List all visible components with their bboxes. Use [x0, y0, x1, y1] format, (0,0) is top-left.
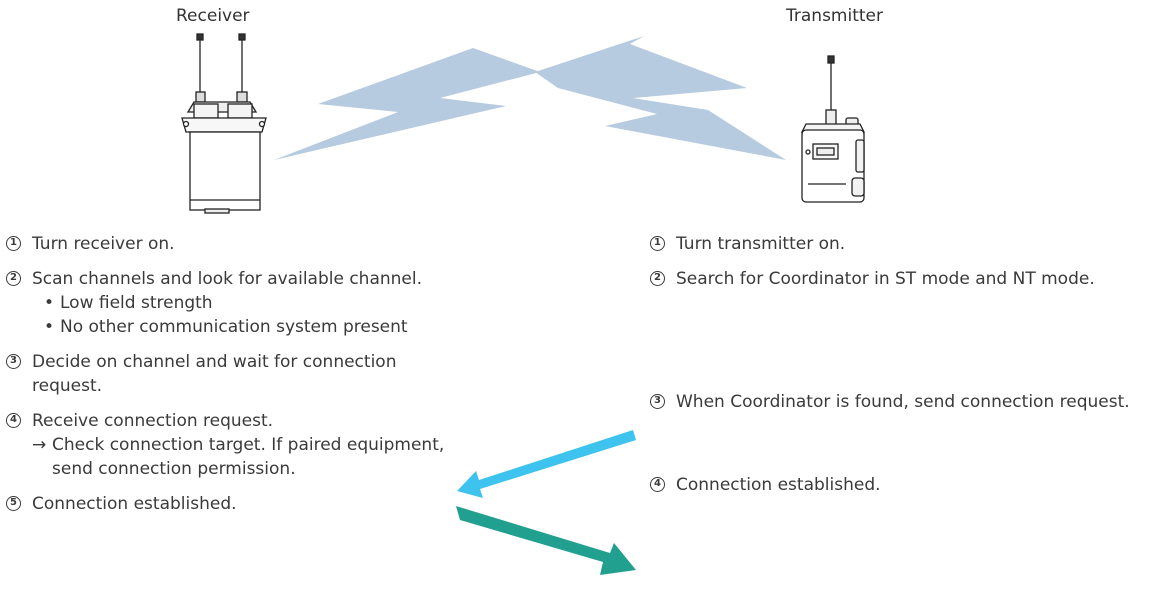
step-text: Receive connection request.: [32, 411, 274, 431]
signal-bolt-left-icon: [274, 48, 540, 160]
step-text: Turn receiver on.: [32, 234, 175, 254]
transmitter-step-2: 2 Search for Coordinator in ST mode and …: [650, 267, 1146, 291]
transmitter-step-4: 4 Connection established.: [650, 473, 1160, 497]
receiver-step-4: 4 Receive connection request. → Check co…: [6, 409, 446, 481]
receiver-title: Receiver: [176, 6, 250, 26]
step-number-badge: 1: [6, 236, 21, 251]
receiver-step-2: 2 Scan channels and look for available c…: [6, 267, 446, 339]
connection-request-arrow-icon: [457, 430, 636, 498]
step-note-text: Check connection target. If paired equip…: [52, 435, 445, 479]
receiver-step-5: 5 Connection established.: [6, 492, 446, 516]
receiver-step-1: 1 Turn receiver on.: [6, 232, 446, 256]
step-number-badge: 1: [650, 236, 665, 251]
transmitter-step-3: 3 When Coordinator is found, send connec…: [650, 390, 1160, 414]
receiver-unit-icon: [181, 33, 267, 214]
transmitter-steps: 1 Turn transmitter on. 2 Search for Coor…: [650, 232, 1160, 508]
step-text: Search for Coordinator in ST mode and NT…: [676, 269, 1095, 289]
step-note: → Check connection target. If paired equ…: [32, 433, 446, 481]
step-text: Scan channels and look for available cha…: [32, 269, 423, 289]
step-number-badge: 3: [6, 354, 21, 369]
receiver-steps: 1 Turn receiver on. 2 Scan channels and …: [6, 232, 446, 527]
condition-item: Low field strength: [44, 291, 446, 315]
step-text: When Coordinator is found, send connecti…: [676, 392, 1130, 412]
step-text: Decide on channel and wait for connectio…: [32, 352, 397, 396]
condition-list: Low field strength No other communicatio…: [32, 291, 446, 339]
step-number-badge: 5: [6, 496, 21, 511]
signal-bolt-right-icon: [535, 36, 786, 160]
right-arrow-icon: →: [32, 435, 47, 455]
connection-permission-arrow-icon: [456, 506, 636, 575]
step-number-badge: 3: [650, 394, 665, 409]
step-number-badge: 2: [6, 271, 21, 286]
step-number-badge: 4: [6, 413, 21, 428]
step-number-badge: 2: [650, 271, 665, 286]
step-number-badge: 4: [650, 477, 665, 492]
condition-item: No other communication system present: [44, 315, 446, 339]
transmitter-step-1: 1 Turn transmitter on.: [650, 232, 1160, 256]
bodypack-transmitter-icon: [800, 55, 866, 203]
transmitter-title: Transmitter: [786, 6, 883, 26]
step-text: Connection established.: [32, 494, 237, 514]
step-text: Connection established.: [676, 475, 881, 495]
step-text: Turn transmitter on.: [676, 234, 846, 254]
receiver-step-3: 3 Decide on channel and wait for connect…: [6, 350, 446, 398]
